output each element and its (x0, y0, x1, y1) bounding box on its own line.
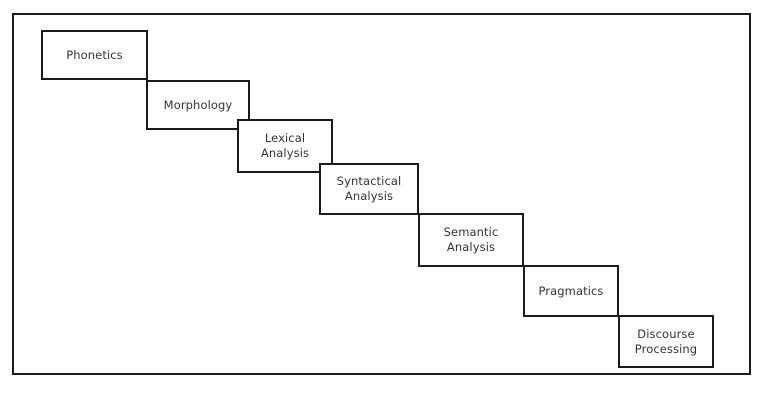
stage-label-lexical-analysis: Lexical Analysis (260, 131, 310, 160)
stage-box-lexical-analysis[interactable]: Lexical Analysis (237, 119, 333, 173)
stage-label-morphology: Morphology (163, 97, 233, 112)
stage-label-syntactical-analysis: Syntactical Analysis (336, 174, 402, 203)
stage-box-syntactical-analysis[interactable]: Syntactical Analysis (319, 163, 419, 215)
stage-label-phonetics: Phonetics (66, 47, 123, 62)
stage-label-pragmatics: Pragmatics (538, 283, 604, 298)
stage-box-pragmatics[interactable]: Pragmatics (523, 265, 619, 317)
outer-frame-border (12, 13, 751, 375)
stage-box-morphology[interactable]: Morphology (146, 80, 250, 130)
stage-box-discourse-processing[interactable]: Discourse Processing (618, 315, 714, 368)
stage-box-phonetics[interactable]: Phonetics (41, 30, 148, 80)
stage-label-semantic-analysis: Semantic Analysis (443, 225, 499, 254)
stage-label-discourse-processing: Discourse Processing (634, 326, 698, 356)
stage-box-semantic-analysis[interactable]: Semantic Analysis (418, 213, 524, 267)
